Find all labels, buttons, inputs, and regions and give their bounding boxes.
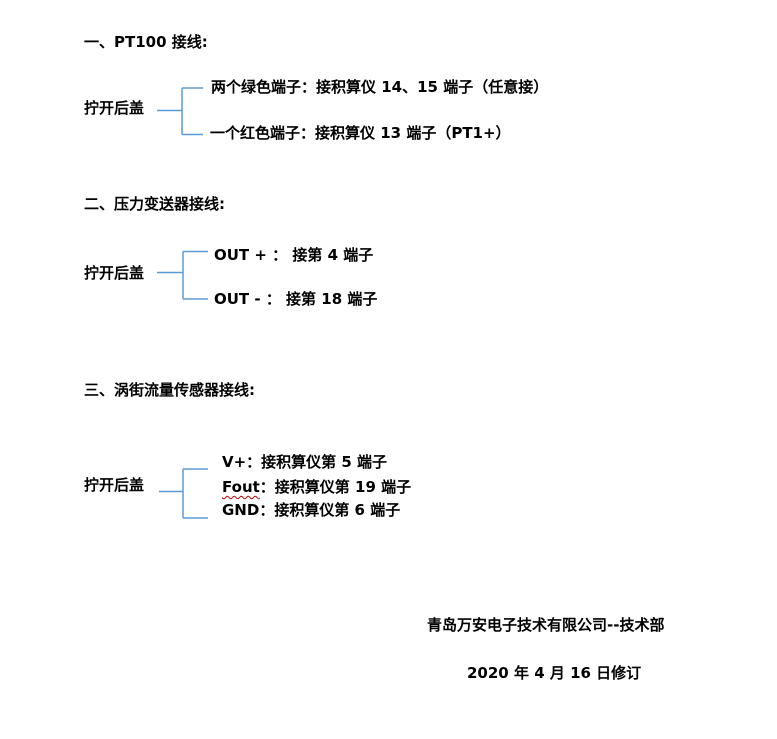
section-3-heading: 三、涡街流量传感器接线: <box>84 381 255 399</box>
branch-fout-rest: ：接积算仪第 19 端子 <box>259 478 412 496</box>
section-3-branch-v-plus: V+：接积算仪第 5 端子 <box>222 453 388 471</box>
section-2-cover-label: 拧开后盖 <box>84 264 145 282</box>
section-3-bracket-connector <box>159 468 208 519</box>
section-3-cover-label: 拧开后盖 <box>84 476 145 494</box>
section-3-branch-gnd: GND：接积算仪第 6 端子 <box>222 501 401 519</box>
section-1-cover-label: 拧开后盖 <box>84 99 145 117</box>
section-1-bracket-connector <box>157 87 203 136</box>
footer-revision-date: 2020 年 4 月 16 日修订 <box>467 664 642 682</box>
section-3-branch-fout: Fout：接积算仪第 19 端子 <box>222 479 411 495</box>
misspelled-word: Fout <box>222 478 260 496</box>
section-1-branch-green-terminals: 两个绿色端子：接积算仪 14、15 端子（任意接） <box>211 78 549 96</box>
section-1-heading: 一、PT100 接线: <box>84 33 208 51</box>
section-2-branch-out-plus: OUT + ： 接第 4 端子 <box>214 246 374 264</box>
section-2-bracket-connector <box>157 250 208 300</box>
footer-company-department: 青岛万安电子技术有限公司--技术部 <box>427 616 665 634</box>
section-2-heading: 二、压力变送器接线: <box>84 195 225 213</box>
section-2-branch-out-minus: OUT - ： 接第 18 端子 <box>214 290 378 308</box>
section-1-branch-red-terminal: 一个红色端子：接积算仪 13 端子（PT1+） <box>210 124 511 142</box>
